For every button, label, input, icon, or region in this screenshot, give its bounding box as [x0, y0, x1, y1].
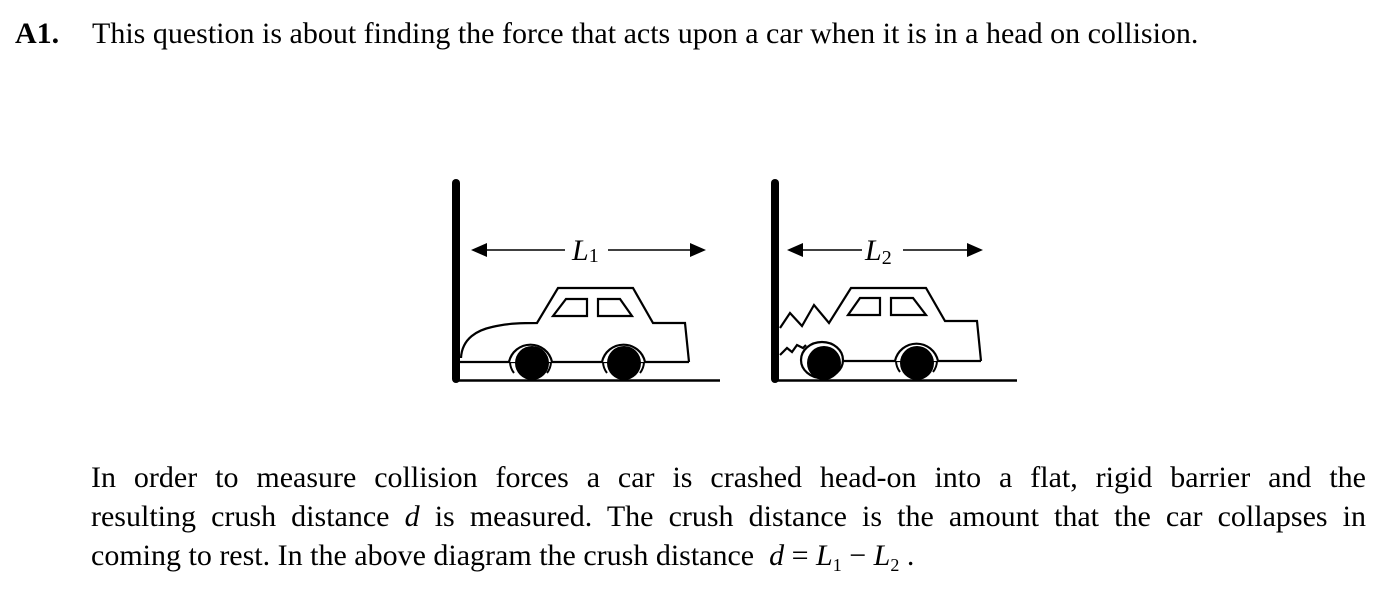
eq-minus: − — [841, 539, 874, 572]
line2-text-pre: resulting crush distance — [91, 500, 390, 533]
question-header: A1. This question is about finding the fo… — [15, 14, 1198, 54]
eq-variable-l2: L — [873, 539, 891, 572]
eq-subscript-1: 1 — [832, 555, 842, 575]
question-title: This question is about finding the force… — [92, 17, 1199, 50]
wheel-rear-2 — [893, 342, 940, 380]
question-number: A1. — [15, 17, 60, 50]
paragraph-line-3: coming to rest. In the above diagram the… — [91, 536, 1366, 585]
line2-text-post: is measured. The crush distance is the a… — [434, 500, 1367, 533]
dimension-arrow-l2: L2 — [787, 234, 983, 269]
explanation-paragraph: In order to measure collision forces a c… — [91, 458, 1366, 585]
eq-period: . — [899, 539, 915, 572]
panel-after: L2 — [771, 179, 1017, 383]
panel-before: L1 — [452, 179, 720, 383]
eq-variable-d: d — [769, 539, 785, 572]
label-l2: L2 — [864, 234, 892, 269]
wheel-front-1 — [507, 343, 554, 380]
paragraph-line-1: In order to measure collision forces a c… — [91, 461, 1366, 494]
eq-subscript-2: 2 — [890, 555, 900, 575]
crush-distance-equation: d = L1 − L2 . — [769, 539, 915, 575]
variable-d: d — [404, 500, 420, 533]
line3-text-pre: coming to rest. In the above diagram the… — [91, 539, 755, 572]
paragraph-line-2: resulting crush distance d is measured. … — [91, 497, 1366, 536]
wheel-rear-1 — [600, 343, 647, 380]
eq-variable-l1: L — [816, 539, 833, 572]
eq-equals: = — [784, 539, 817, 572]
wheel-front-2 — [799, 340, 845, 380]
label-l1: L1 — [571, 234, 599, 267]
dimension-arrow-l1: L1 — [471, 234, 706, 267]
car-before — [459, 286, 691, 364]
